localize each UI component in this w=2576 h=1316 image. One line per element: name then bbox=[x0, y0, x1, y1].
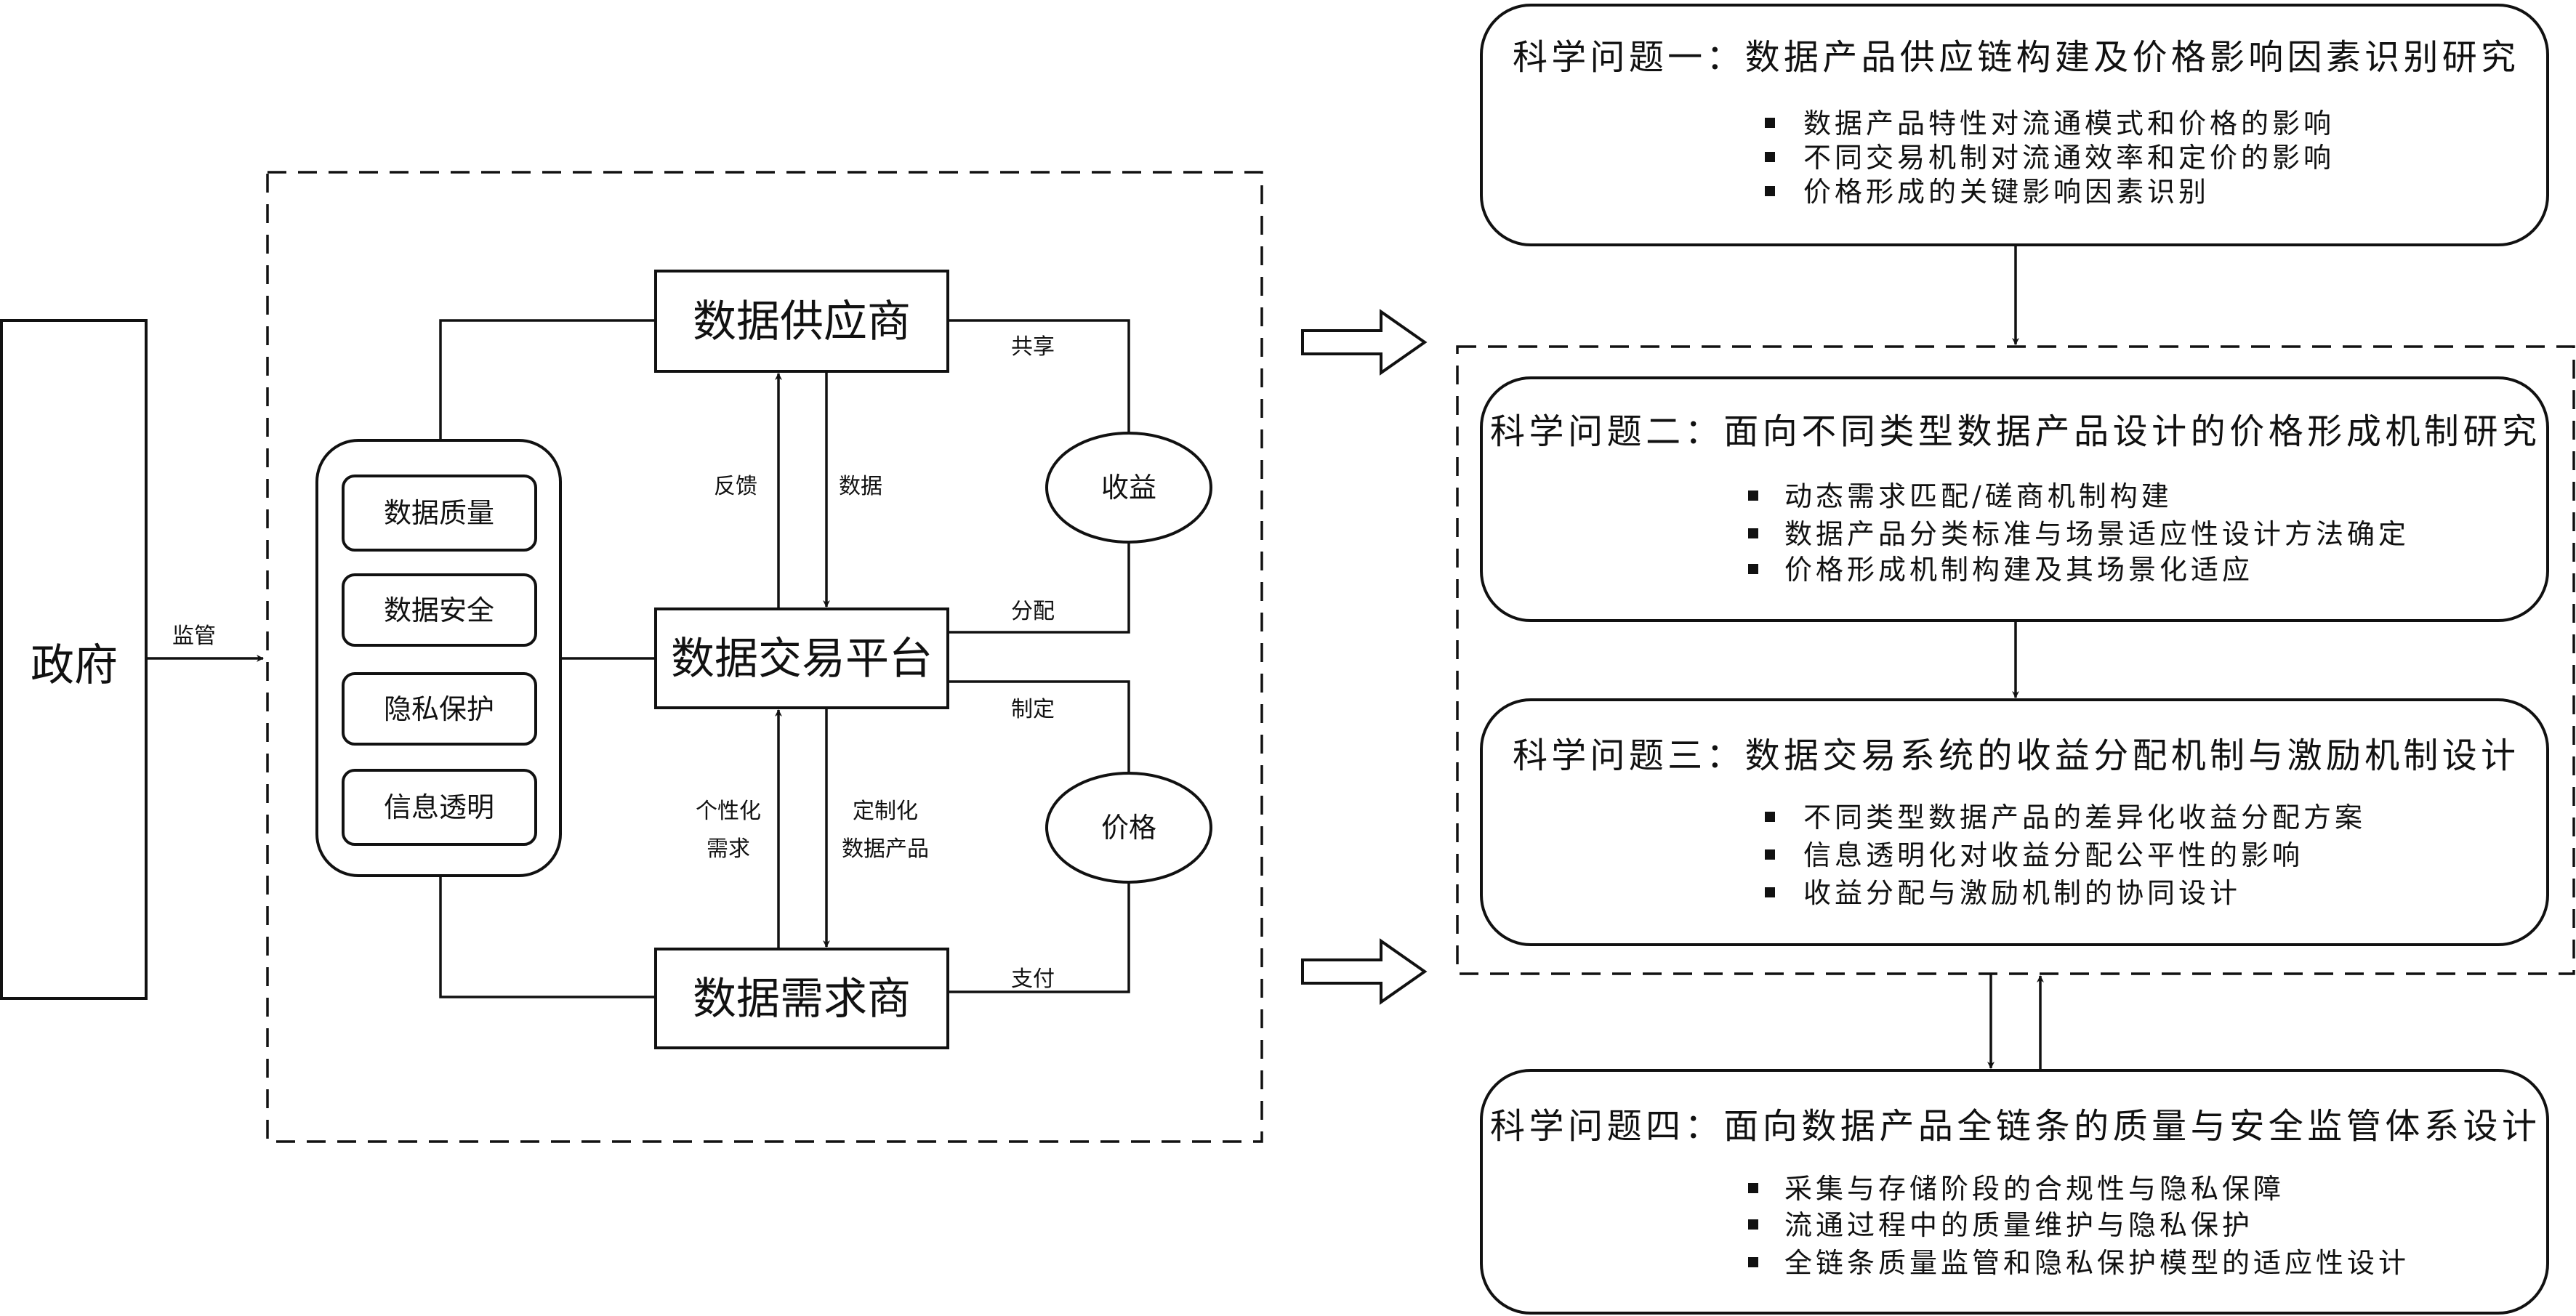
customized-label-line2: 数据产品 bbox=[842, 836, 929, 862]
question-title: 科学问题二：面向不同类型数据产品设计的价格形成机制研究 bbox=[1490, 411, 2537, 452]
questions-2-3-boundary bbox=[1456, 345, 2575, 975]
factor-box bbox=[342, 475, 537, 552]
question-box bbox=[1480, 1069, 2549, 1315]
platform-label: 数据交易平台 bbox=[671, 634, 933, 685]
revenue-label: 收益 bbox=[1101, 472, 1156, 504]
pay-line bbox=[948, 882, 1130, 993]
factor-label: 数据质量 bbox=[384, 497, 494, 529]
container-supplier-line bbox=[439, 319, 656, 440]
question-1: 科学问题一：数据产品供应链构建及价格影响因素识别研究 数据产品特性对流通模式和价… bbox=[1480, 4, 2549, 246]
supplier-label: 数据供应商 bbox=[693, 296, 911, 347]
share-line bbox=[948, 319, 1130, 433]
question-bullet: 价格形成机制构建及其场景化适应 bbox=[1784, 554, 2253, 586]
distribute-line bbox=[948, 542, 1130, 634]
government-label: 政府 bbox=[31, 640, 118, 691]
bullet-icon bbox=[1748, 564, 1758, 574]
revenue-ellipse bbox=[1045, 432, 1212, 544]
pay-label: 支付 bbox=[1011, 966, 1055, 992]
question-bullet: 不同交易机制对流通效率和定价的影响 bbox=[1803, 142, 2335, 174]
distribute-label: 分配 bbox=[1011, 599, 1055, 624]
bullet-icon bbox=[1748, 491, 1758, 501]
bullet-icon bbox=[1765, 186, 1775, 196]
platform-box bbox=[654, 607, 949, 709]
question-bullet: 数据产品分类标准与场景适应性设计方法确定 bbox=[1784, 518, 2410, 550]
question-bullet: 价格形成的关键影响因素识别 bbox=[1803, 176, 2210, 208]
bullet-icon bbox=[1765, 152, 1775, 162]
data-label: 数据 bbox=[839, 474, 882, 499]
government-box bbox=[0, 319, 148, 1000]
factor-label: 数据安全 bbox=[384, 594, 494, 626]
bullet-icon bbox=[1748, 1219, 1758, 1230]
bullet-icon bbox=[1765, 887, 1775, 897]
bullet-icon bbox=[1748, 1257, 1758, 1267]
factor-label: 隐私保护 bbox=[384, 693, 494, 725]
question-bullet: 全链条质量监管和隐私保护模型的适应性设计 bbox=[1784, 1247, 2410, 1279]
question-bullet: 采集与存储阶段的合规性与隐私保障 bbox=[1784, 1173, 2285, 1205]
bullet-icon bbox=[1748, 528, 1758, 538]
demander-label: 数据需求商 bbox=[693, 974, 911, 1025]
factor-label: 信息透明 bbox=[384, 791, 494, 823]
bullet-icon bbox=[1765, 849, 1775, 860]
feedback-label: 反馈 bbox=[714, 474, 757, 499]
price-ellipse bbox=[1045, 772, 1212, 884]
demander-box bbox=[654, 948, 949, 1049]
customized-label-line1: 定制化 bbox=[853, 799, 918, 824]
ecosystem-boundary bbox=[266, 171, 1263, 1143]
block-arrow-icon bbox=[1301, 938, 1428, 1005]
price-label: 价格 bbox=[1101, 812, 1156, 844]
question-3: 科学问题三：数据交易系统的收益分配机制与激励机制设计 不同类型数据产品的差异化收… bbox=[1480, 698, 2549, 946]
question-4: 科学问题四：面向数据产品全链条的质量与安全监管体系设计 采集与存储阶段的合规性与… bbox=[1480, 1069, 2549, 1315]
personalized-label-line2: 需求 bbox=[707, 836, 750, 862]
question-2: 科学问题二：面向不同类型数据产品设计的价格形成机制研究 动态需求匹配/磋商机制构… bbox=[1480, 376, 2549, 622]
supervise-label: 监管 bbox=[172, 623, 216, 649]
question-bullet: 流通过程中的质量维护与隐私保护 bbox=[1784, 1209, 2253, 1241]
bullet-icon bbox=[1765, 812, 1775, 822]
question-box bbox=[1480, 698, 2549, 946]
factor-list: 数据质量 数据安全 隐私保护 信息透明 bbox=[342, 475, 537, 846]
question-bullet: 数据产品特性对流通模式和价格的影响 bbox=[1803, 108, 2335, 140]
block-arrow-icon bbox=[1301, 309, 1428, 376]
question-title: 科学问题四：面向数据产品全链条的质量与安全监管体系设计 bbox=[1490, 1106, 2537, 1147]
bullet-icon bbox=[1748, 1183, 1758, 1193]
factor-box bbox=[342, 672, 537, 746]
share-label: 共享 bbox=[1011, 334, 1055, 360]
question-bullet: 信息透明化对收益分配公平性的影响 bbox=[1803, 839, 2303, 871]
bullet-icon bbox=[1765, 118, 1775, 128]
personalized-label-line1: 个性化 bbox=[696, 799, 761, 824]
factor-box bbox=[342, 573, 537, 647]
factor-box bbox=[342, 769, 537, 846]
set-label: 制定 bbox=[1011, 697, 1055, 722]
set-price-line bbox=[948, 680, 1130, 773]
question-bullet: 不同类型数据产品的差异化收益分配方案 bbox=[1803, 802, 2366, 833]
container-demander-line bbox=[439, 876, 656, 998]
question-bullet: 收益分配与激励机制的协同设计 bbox=[1803, 877, 2241, 909]
question-bullet: 动态需求匹配/磋商机制构建 bbox=[1784, 480, 2173, 512]
